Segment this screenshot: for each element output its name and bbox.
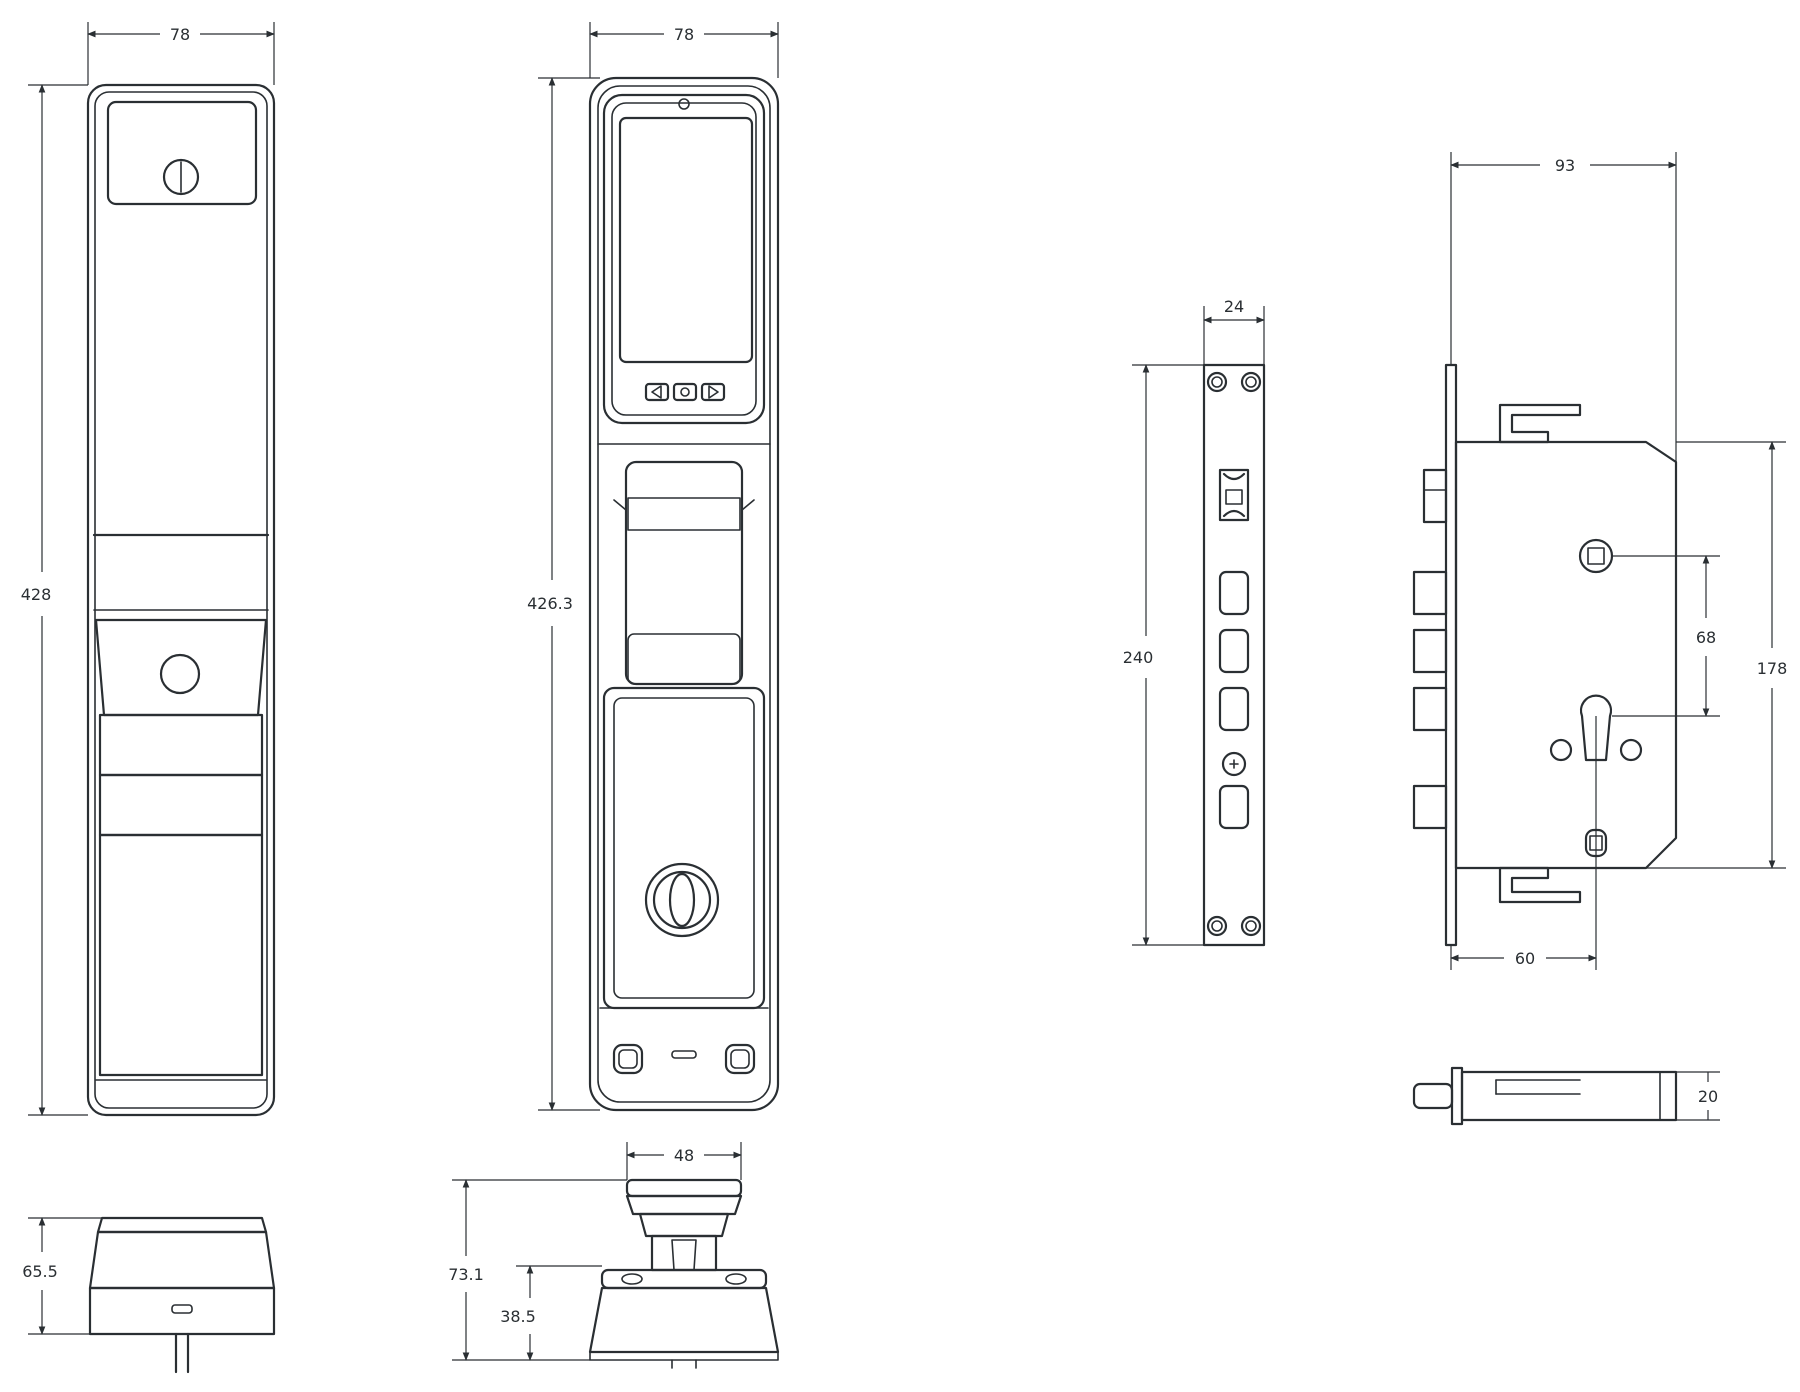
- mortise-bottom-tab: [1498, 866, 1582, 904]
- back-panel-depth-label: 65.5: [22, 1262, 58, 1281]
- mortise-thickness-label: 20: [1698, 1087, 1718, 1106]
- faceplate-screw-hole: [1240, 371, 1262, 393]
- mortise-body-view: [1412, 363, 1678, 947]
- latch-bolt: [1422, 468, 1448, 524]
- deadbolt: [1412, 570, 1448, 616]
- key-cylinder-cover: [644, 862, 720, 938]
- front-panel-height-label: 426.3: [527, 594, 573, 613]
- fingerprint-sensor: [627, 497, 741, 531]
- camera-lens: [678, 98, 690, 110]
- faceplate-center-screw: [1221, 751, 1247, 777]
- dimension-lines: [28, 22, 1786, 1361]
- front-panel-outline: [588, 76, 780, 1112]
- display-screen: [618, 116, 754, 364]
- back-panel-view: [86, 83, 276, 1117]
- front-depth-label: 73.1: [448, 1265, 484, 1284]
- deadbolt-opening: [1218, 784, 1250, 830]
- fingerprint-handle: [624, 460, 744, 686]
- key-slot: [668, 872, 696, 928]
- mortise-top-tab: [1498, 403, 1582, 444]
- faceplate-width-label: 24: [1224, 297, 1244, 316]
- cylinder-screw-hole: [1619, 738, 1643, 762]
- mortise-width-label: 93: [1555, 156, 1575, 175]
- mortise-faceplate-edge: [1444, 363, 1458, 947]
- back-panel-lower-plate: [98, 833, 264, 1077]
- keypad-area: [602, 686, 766, 1010]
- inner-handle-top: [94, 618, 268, 717]
- faceplate-height-label: 240: [1123, 648, 1154, 667]
- cylinder-screw-hole: [1549, 738, 1573, 762]
- right-nav-button: [700, 382, 726, 402]
- deadbolt: [1412, 686, 1448, 732]
- faceplate-view: [1202, 363, 1266, 947]
- deadbolt: [1412, 784, 1448, 830]
- side-case: [1460, 1070, 1678, 1122]
- handle-width-label: 48: [674, 1146, 694, 1165]
- mortise-side-view: [1412, 1066, 1678, 1126]
- inner-handle-grip: [98, 713, 264, 777]
- mortise-case: [1454, 440, 1678, 870]
- side-bolt: [1412, 1082, 1454, 1110]
- handle-top-cap: [625, 1178, 743, 1198]
- back-panel-width-label: 78: [170, 25, 190, 44]
- bottom-left-button: [612, 1043, 644, 1075]
- battery-cover: [106, 100, 258, 206]
- ok-button: [672, 382, 698, 402]
- left-nav-button: [644, 382, 670, 402]
- cylinder-cutout: [1579, 694, 1613, 762]
- bottom-right-button: [724, 1043, 756, 1075]
- back-depth-body: [88, 1230, 276, 1290]
- back-depth-top: [96, 1216, 268, 1234]
- faceplate-screw-hole: [1206, 371, 1228, 393]
- handle-neck: [638, 1212, 730, 1238]
- front-panel-width-label: 78: [674, 25, 694, 44]
- faceplate-outline: [1202, 363, 1266, 947]
- front-base-body: [588, 1286, 780, 1354]
- side-faceplate: [1450, 1066, 1464, 1126]
- speaker-slot: [671, 1050, 697, 1059]
- back-panel-outline: [86, 83, 276, 1117]
- inner-handle-grip-lower: [98, 773, 264, 837]
- back-panel-inner-edge: [94, 91, 268, 1109]
- spindle-cylinder-distance-label: 68: [1696, 628, 1716, 647]
- deadbolt-opening: [1218, 628, 1250, 674]
- faceplate-screw-hole: [1240, 915, 1262, 937]
- faceplate-screw-hole: [1206, 915, 1228, 937]
- camera-module-frame: [602, 93, 766, 425]
- backset-label: 60: [1515, 949, 1535, 968]
- latch-bolt-opening: [1218, 468, 1250, 522]
- front-panel-side-view: [588, 1178, 780, 1369]
- spindle-hub: [1578, 538, 1614, 574]
- back-panel-height-label: 428: [21, 585, 52, 604]
- deadbolt-opening: [1218, 570, 1250, 616]
- front-base-top: [600, 1268, 768, 1290]
- deadbolt-opening: [1218, 686, 1250, 732]
- front-base-depth-label: 38.5: [500, 1307, 536, 1326]
- case-height-label: 178: [1757, 659, 1788, 678]
- dimension-labels: 78 428 65.5 78 426.3 48 73.1 38.5 24 240…: [21, 25, 1788, 1326]
- battery-cover-knob: [162, 158, 200, 196]
- usb-port: [171, 1304, 193, 1314]
- deadbolt: [1412, 628, 1448, 674]
- front-panel-view: [588, 76, 780, 1112]
- back-depth-base: [88, 1286, 276, 1336]
- privacy-button: [159, 653, 201, 695]
- front-panel-inner-edge: [597, 85, 771, 1103]
- back-panel-side-view: [88, 1216, 276, 1374]
